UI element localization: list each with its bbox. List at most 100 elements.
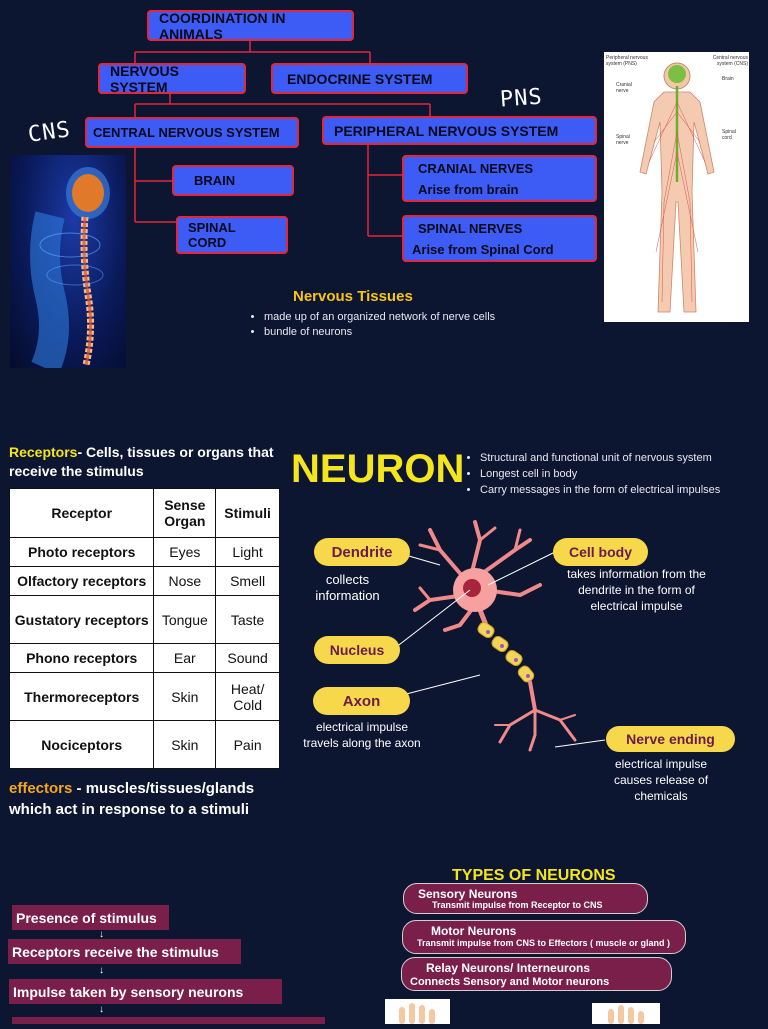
flow-step: Presence of stimulus [12, 905, 169, 930]
chart-connectors [134, 40, 431, 237]
table-cell: Heat/ Cold [215, 672, 280, 721]
cns-label: CENTRAL NERVOUS SYSTEM [93, 125, 280, 140]
table-cell: Nose [153, 566, 217, 596]
table-cell: Photo receptors [8, 537, 155, 567]
cns-box: CENTRAL NERVOUS SYSTEM [85, 117, 299, 148]
flow-step: Impulse taken by sensory neurons [9, 979, 282, 1004]
effectors-definition: effectors - muscles/tissues/glands which… [9, 778, 299, 820]
spinal-cord-label: SPINAL CORD [188, 220, 236, 250]
table-cell: Taste [215, 595, 280, 644]
flow-arrow-icon: ↓ [99, 1004, 104, 1015]
nervous-tissues-item: bundle of neurons [264, 325, 524, 340]
table-cell: Olfactory receptors [8, 566, 155, 596]
neuron-points: Structural and functional unit of nervou… [470, 450, 768, 498]
table-cell: Skin [153, 672, 217, 721]
spinal-nerve-diagram-label: Spinal nerve [616, 134, 630, 146]
table-cell: Eyes [153, 537, 217, 567]
cranial-nerves-box: CRANIAL NERVES Arise from brain [402, 155, 597, 202]
table-cell: Gustatory receptors [8, 595, 155, 644]
dendrite-desc: collects information [315, 572, 380, 603]
table-cell: Skin [153, 720, 217, 769]
cellbody-label: Cell body [553, 538, 648, 566]
table-header-row: Receptor Sense Organ Stimuli [8, 488, 280, 538]
table-row: Photo receptors Eyes Light [8, 537, 280, 567]
table-header: Receptor [8, 488, 155, 538]
nervous-system-box: NERVOUS SYSTEM [98, 62, 246, 95]
dendrite-label: Dendrite [314, 538, 410, 566]
table-cell: Thermoreceptors [8, 672, 155, 721]
cranial-diagram-label: Cranial nerve [616, 82, 632, 94]
table-cell: Smell [215, 566, 280, 596]
receptors-definition: Receptors- Cells, tissues or organs that… [9, 443, 281, 481]
receptors-table: Receptor Sense Organ Stimuli Photo recep… [8, 488, 280, 769]
hand-thumbnail [592, 1003, 660, 1024]
spinal-nerves-box: SPINAL NERVES Arise from Spinal Cord [402, 215, 597, 262]
neuron-illustration [382, 520, 606, 752]
nervous-system-diagram: Peripheral nervous system (PNS) Central … [604, 52, 749, 322]
flow-step-label: Presence of stimulus [16, 909, 157, 926]
flow-arrow-icon: ↓ [99, 929, 104, 940]
table-cell: Tongue [153, 595, 217, 644]
neuron-point: Longest cell in body [480, 466, 768, 482]
axon-desc: electrical impulse travels along the axo… [303, 720, 421, 750]
type-name: Sensory Neurons [418, 887, 518, 901]
nervous-system-label: NERVOUS SYSTEM [110, 62, 179, 95]
cellbody-desc: takes information from the dendrite in t… [567, 567, 706, 613]
spine-illustration [10, 155, 126, 368]
spinal-cord-box: SPINAL CORD [176, 216, 288, 254]
neuron-point: Structural and functional unit of nervou… [480, 450, 768, 466]
neuron-point: Carry messages in the form of electrical… [480, 482, 768, 498]
brain-box: BRAIN [172, 165, 294, 196]
table-row: Thermoreceptors Skin Heat/ Cold [8, 672, 280, 721]
spinal-nerves-sub: Arise from Spinal Cord [412, 241, 554, 257]
type-desc: Transmit impulse from Receptor to CNS [432, 900, 603, 910]
brain-label: BRAIN [194, 173, 236, 188]
root-label: COORDINATION IN ANIMALS [159, 9, 286, 42]
root-box: COORDINATION IN ANIMALS [147, 9, 354, 42]
axon-label: Axon [313, 687, 410, 715]
table-header: Sense Organ [153, 488, 217, 538]
nervous-tissues-title: Nervous Tissues [293, 288, 413, 305]
flow-step-label: Impulse taken by sensory neurons [13, 983, 244, 1000]
nerveending-label: Nerve ending [606, 726, 735, 752]
flow-step: Receptors receive the stimulus [8, 939, 241, 964]
endocrine-system-box: ENDOCRINE SYSTEM [271, 63, 468, 94]
pns-diagram-label: Peripheral nervous system (PNS) [606, 55, 648, 67]
neuron-title: NEURON [291, 447, 465, 491]
flow-step [12, 1017, 325, 1024]
table-header: Stimuli [215, 488, 280, 538]
spinal-nerves-title: SPINAL NERVES [418, 220, 523, 236]
table-row: Gustatory receptors Tongue Taste [8, 595, 280, 644]
spinal-cord-diagram-label: Spinal cord [722, 129, 736, 141]
flow-arrow-icon: ↓ [99, 965, 104, 976]
type-name: Motor Neurons [431, 924, 517, 938]
types-title: TYPES OF NEURONS [452, 867, 616, 884]
nervous-tissues-list: made up of an organized network of nerve… [252, 310, 524, 340]
type-sensory: Sensory Neurons Transmit impulse from Re… [403, 883, 648, 914]
type-desc: Connects Sensory and Motor neurons [410, 976, 610, 988]
flow-step-label: Receptors receive the stimulus [12, 943, 219, 960]
table-row: Nociceptors Skin Pain [8, 720, 280, 769]
hand-thumbnail [385, 999, 450, 1024]
table-cell: Nociceptors [8, 720, 155, 769]
effectors-term: effectors [9, 780, 73, 797]
type-name: Relay Neurons/ Interneurons [426, 961, 591, 975]
type-motor: Motor Neurons Transmit impulse from CNS … [402, 920, 686, 954]
nervous-tissues-item: made up of an organized network of nerve… [264, 310, 524, 325]
type-desc: Transmit impulse from CNS to Effectors (… [417, 938, 671, 948]
brain-diagram-label: Brain [722, 76, 734, 82]
endocrine-system-label: ENDOCRINE SYSTEM [287, 70, 433, 87]
pns-label: PERIPHERAL NERVOUS SYSTEM [334, 122, 559, 139]
table-cell: Ear [153, 643, 217, 673]
nucleus-label: Nucleus [314, 636, 400, 664]
pns-handwritten: PNS [499, 84, 544, 113]
table-row: Olfactory receptors Nose Smell [8, 566, 280, 596]
cranial-nerves-sub: Arise from brain [418, 181, 519, 197]
receptors-term: Receptors [9, 444, 78, 460]
cns-diagram-label: Central nervous system (CNS) [712, 55, 748, 67]
type-relay: Relay Neurons/ Interneurons Connects Sen… [401, 957, 672, 991]
receptors-text: - Cells, tissues or organs that receive … [9, 444, 274, 479]
nerveending-desc: electrical impulse causes release of che… [613, 757, 709, 803]
effectors-text: - muscles/tissues/glands which act in re… [9, 780, 255, 818]
table-cell: Pain [215, 720, 280, 769]
